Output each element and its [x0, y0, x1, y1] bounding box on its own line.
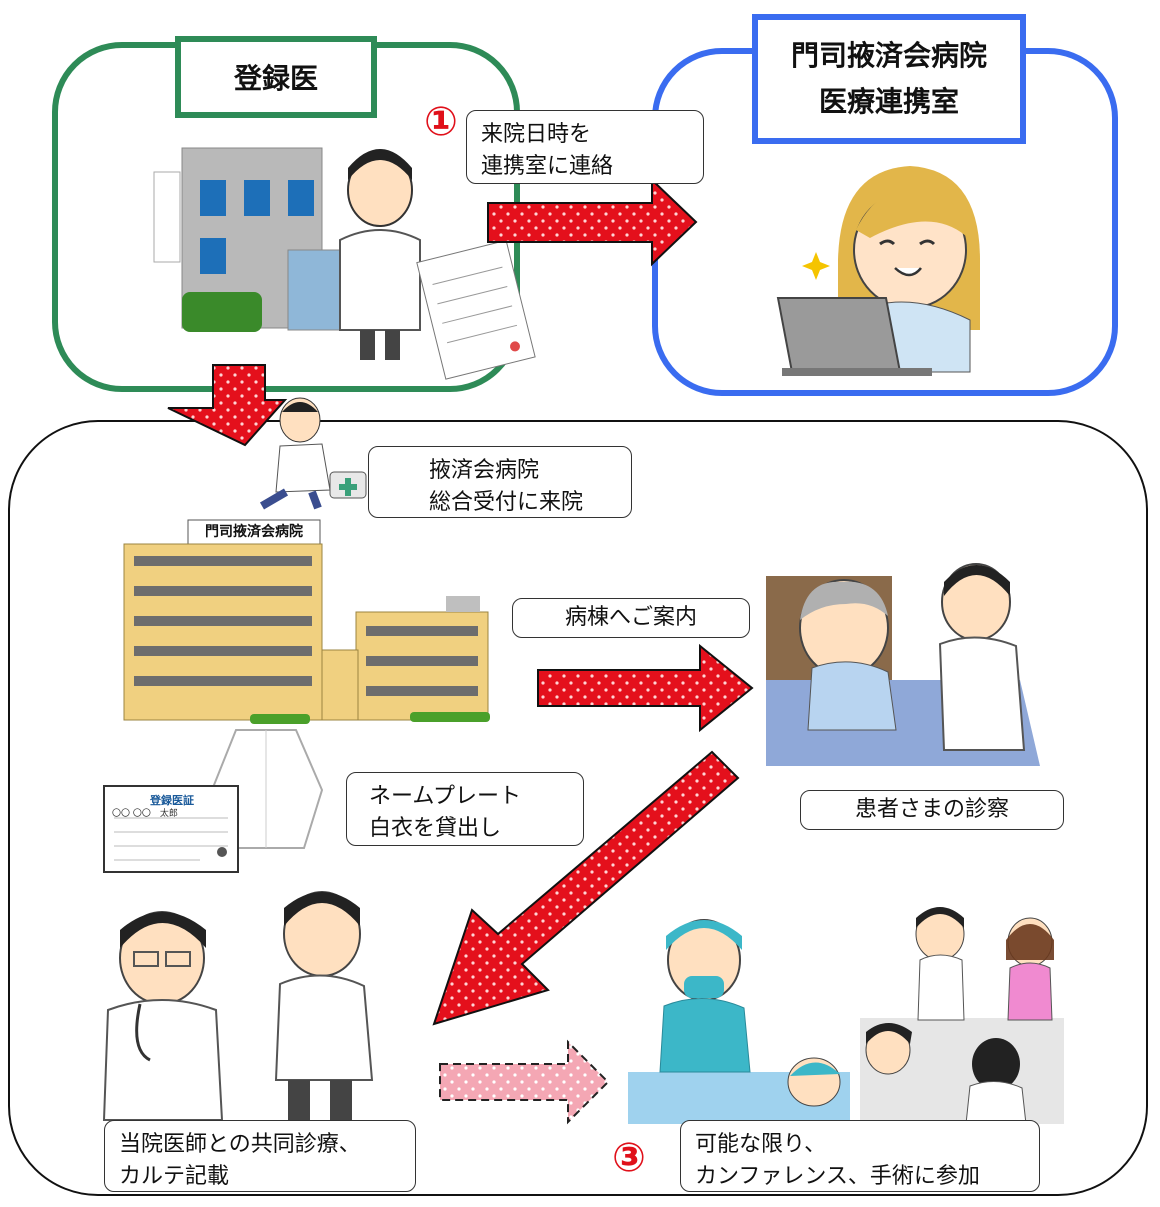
name-plate-line1: ネームプレート: [369, 784, 522, 809]
arrow-to-joint-care: [432, 750, 740, 1026]
two-doctors-icon: [102, 891, 374, 1121]
step3-line1: 可能な限り、: [695, 1132, 827, 1157]
badge-header-text: 登録医証: [150, 794, 194, 807]
step2-line2: 総合受付に来院: [429, 490, 584, 515]
document-icon: [416, 239, 536, 380]
step2-label: 掖済会病院 総合受付に来院: [368, 446, 632, 518]
registered-doctor-title: 登録医: [175, 36, 377, 118]
running-doctor-icon: [259, 397, 367, 510]
step2-line1: 掖済会病院: [429, 458, 540, 483]
clinic-building-icon: [153, 147, 349, 332]
step3-label: 可能な限り、 カンファレンス、手術に参加: [680, 1120, 1040, 1192]
name-plate-label: ネームプレート 白衣を貸出し: [346, 772, 584, 846]
registration-badge-icon: [103, 785, 239, 873]
step1-line1: 来院日時を: [481, 122, 592, 147]
joint-care-label: 当院医師との共同診療、 カルテ記載: [104, 1120, 416, 1192]
coordination-office-title-line2: 医療連携室: [818, 85, 959, 118]
joint-care-line2: カルテ記載: [119, 1164, 230, 1189]
surgery-icon: [628, 919, 850, 1124]
badge-name: 〇〇 〇〇 太郎: [112, 806, 178, 819]
ward-guide-label: 病棟へご案内: [512, 598, 750, 638]
hospital-sign-text: 門司掖済会病院: [205, 524, 303, 540]
step1-number: ①: [424, 99, 458, 145]
arrow-to-participation: [439, 1039, 610, 1125]
badge-name-text: 〇〇 〇〇 太郎: [112, 809, 178, 819]
patient-exam-text: 患者さまの診察: [854, 797, 1009, 822]
registered-doctor-title-text: 登録医: [233, 62, 318, 95]
name-plate-line2: 白衣を貸出し: [369, 816, 502, 841]
arrow-to-hospital: [167, 364, 288, 447]
step3-line2: カンファレンス、手術に参加: [695, 1164, 980, 1189]
arrow-to-office: [487, 177, 698, 267]
badge-header: 登録医証: [150, 792, 194, 808]
step1-label: 来院日時を 連携室に連絡: [466, 110, 704, 184]
hospital-building-icon: [123, 519, 490, 724]
hospital-sign: 門司掖済会病院: [190, 522, 318, 542]
doctor-icon: [339, 149, 421, 360]
joint-care-line1: 当院医師との共同診療、: [119, 1132, 361, 1157]
hospital-process-frame: [8, 420, 1148, 1196]
coordinator-icon: [776, 166, 980, 376]
step1-line2: 連携室に連絡: [481, 154, 614, 179]
conference-icon: [860, 907, 1064, 1125]
patient-exam-icon: [766, 563, 1040, 766]
patient-exam-label: 患者さまの診察: [800, 790, 1064, 830]
coordination-office-title-line1: 門司掖済会病院: [790, 39, 987, 72]
coordination-office-title: 門司掖済会病院 医療連携室: [752, 14, 1026, 144]
white-coat-icon: [210, 729, 324, 849]
step3-number: ③: [612, 1135, 646, 1181]
ward-guide-text: 病棟へご案内: [564, 605, 697, 630]
arrow-to-ward: [537, 643, 754, 733]
